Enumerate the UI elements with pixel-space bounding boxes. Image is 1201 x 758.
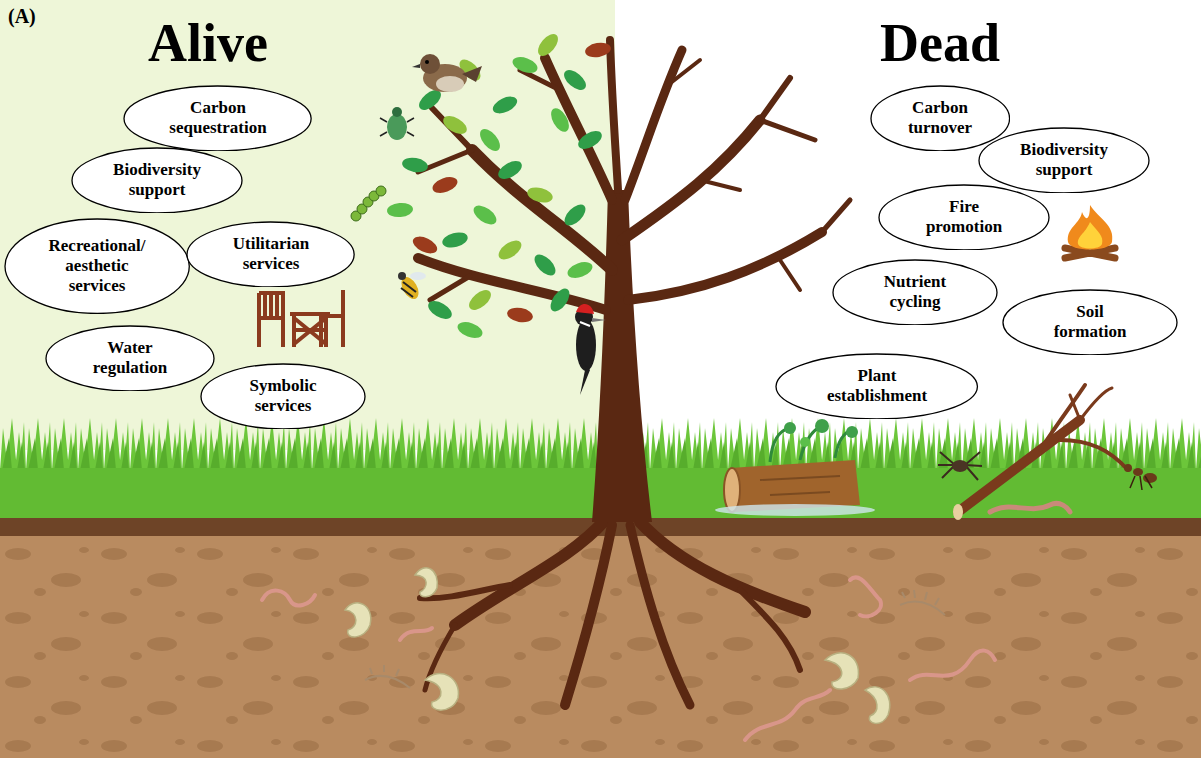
ellipse-shape [1003, 290, 1177, 355]
ellipse-shape [72, 148, 242, 213]
service-label: Biodiversity support [101, 160, 213, 200]
ellipse-shape [871, 86, 1010, 151]
service-label: Utilitarian services [216, 234, 326, 274]
service-label: Nutrient cycling [867, 272, 963, 312]
service-ellipse: Soil formation [1002, 289, 1178, 356]
service-ellipse: Recreational/ aesthetic services [4, 218, 190, 314]
service-ellipse: Biodiversity support [71, 147, 243, 214]
service-ellipse: Nutrient cycling [832, 259, 998, 326]
service-label: Recreational/ aesthetic services [36, 236, 158, 296]
service-ellipse: Fire promotion [878, 184, 1050, 251]
service-ellipse: Symbolic services [200, 363, 366, 430]
ellipse-shape [201, 364, 365, 429]
ellipse-shape [979, 128, 1149, 193]
section-heading: Dead [880, 16, 1000, 70]
ellipse-shape [776, 354, 977, 419]
service-ellipse: Carbon sequestration [123, 85, 312, 152]
service-ellipse: Water regulation [45, 325, 215, 392]
service-label: Biodiversity support [1008, 140, 1120, 180]
service-ellipse: Carbon turnover [870, 85, 1011, 152]
ellipse-shape [187, 222, 354, 287]
panel-letter: (A) [8, 6, 36, 26]
ellipse-shape [833, 260, 997, 325]
section-heading: Alive [148, 16, 268, 70]
service-label: Water regulation [78, 338, 182, 378]
ellipse-shape [124, 86, 311, 151]
service-label: Plant establishment [810, 366, 944, 406]
service-ellipse: Biodiversity support [978, 127, 1150, 194]
service-label: Soil formation [1042, 302, 1138, 342]
service-label: Carbon turnover [895, 98, 985, 138]
ellipse-shape [46, 326, 214, 391]
service-label: Carbon sequestration [156, 98, 280, 138]
ellipse-shape [879, 185, 1049, 250]
ellipse-shape [5, 219, 189, 313]
service-ellipse: Utilitarian services [186, 221, 355, 288]
service-label: Fire promotion [916, 197, 1012, 237]
service-ellipse: Plant establishment [775, 353, 978, 420]
service-label: Symbolic services [231, 376, 335, 416]
